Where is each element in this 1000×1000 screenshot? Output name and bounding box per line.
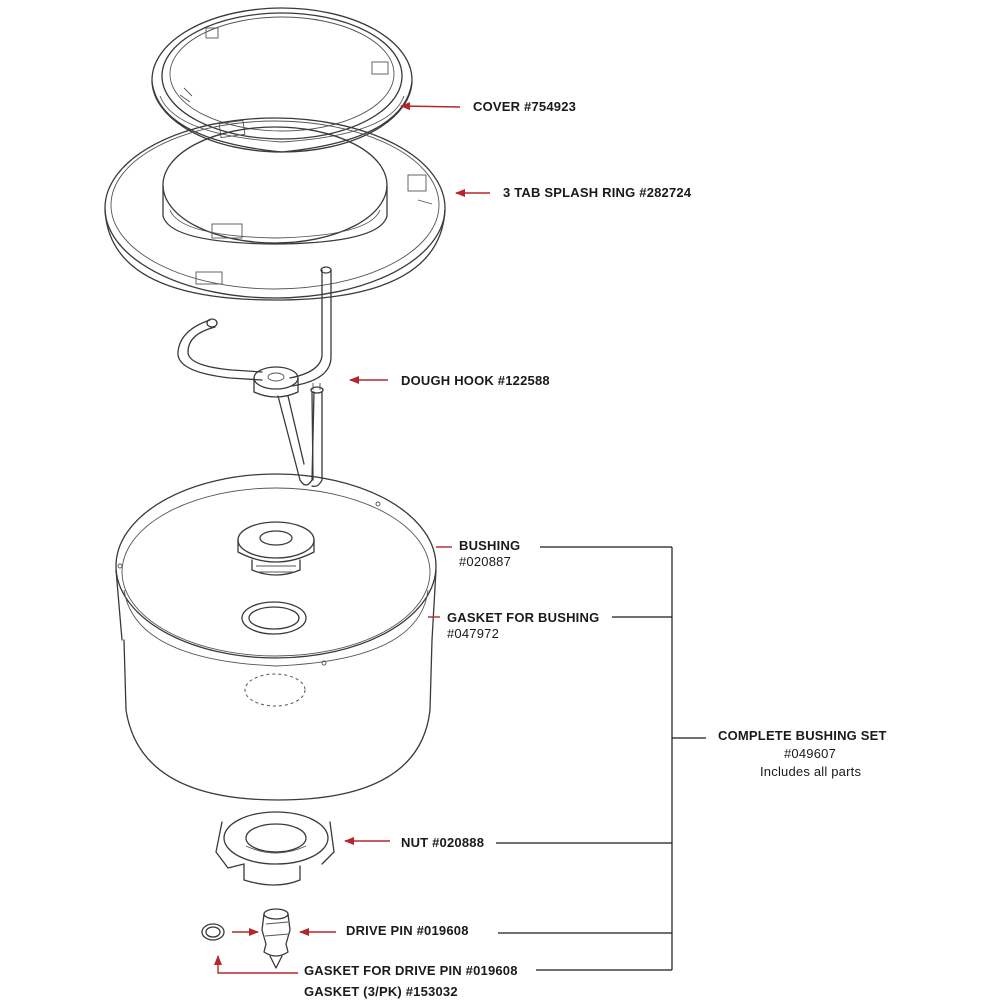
splash-ring-part [104,117,446,301]
gasket-bushing-label: GASKET FOR BUSHING [447,610,599,625]
bushing-part [237,521,315,576]
gasket-bushing-number-label: #047972 [447,626,499,641]
bushing-gasket-part [241,601,307,635]
nut-part [215,811,335,886]
complete-set-number-label: #049607 [784,746,836,761]
gasket-pack-label: GASKET (3/PK) #153032 [304,984,458,999]
gasket-drive-pin-label: GASKET FOR DRIVE PIN #019608 [304,963,518,978]
dough-hook-label: DOUGH HOOK #122588 [401,373,550,388]
cover-callout-arrow [400,102,461,111]
bushing-label: BUSHING [459,538,520,553]
cover-label: COVER #754923 [473,99,576,114]
dough-hook-part [177,266,332,488]
nut-label: NUT #020888 [401,835,484,850]
splash-ring-label: 3 TAB SPLASH RING #282724 [503,185,692,200]
bushing-number-label: #020887 [459,554,511,569]
cover-part [151,7,413,153]
drive-pin-part [261,908,291,969]
bowl-part [115,473,437,801]
complete-set-bracket [496,546,706,971]
drive-pin-label: DRIVE PIN #019608 [346,923,469,938]
gasket-drive-pin-callout-arrow [214,955,298,974]
complete-set-label: COMPLETE BUSHING SET [718,728,887,743]
complete-set-note-label: Includes all parts [760,764,861,779]
drive-pin-gasket-part [201,923,225,941]
